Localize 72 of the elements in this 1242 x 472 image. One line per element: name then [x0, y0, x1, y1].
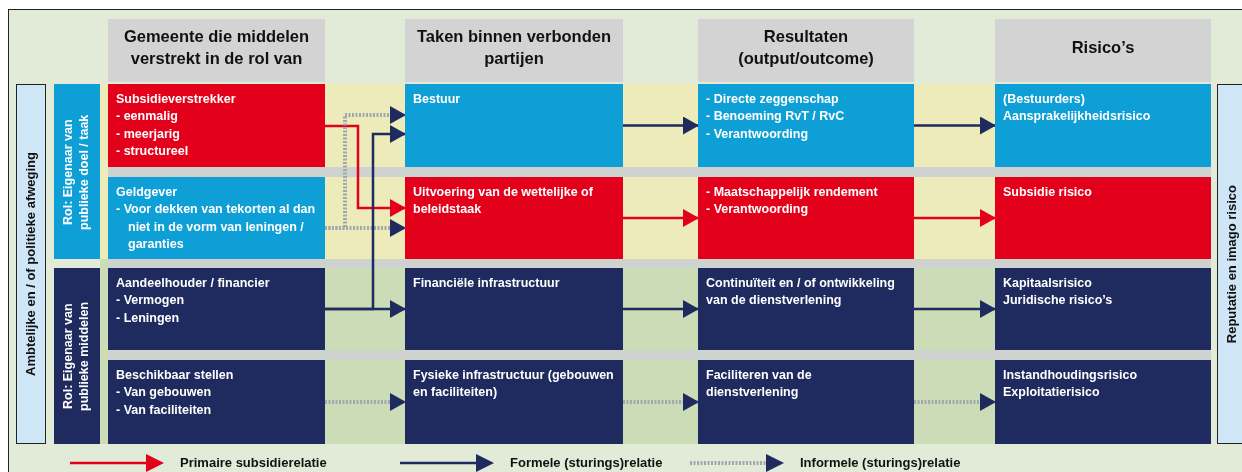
- list-item: - Directe zeggenschap: [706, 91, 840, 108]
- vertical-label: Rol: Eigenaar van publieke middelen: [61, 300, 92, 413]
- arrow: [914, 300, 996, 318]
- vertical-label: Ambtelijke en / of politieke afweging: [22, 152, 39, 376]
- list-item: - Verantwoording: [706, 125, 810, 143]
- arrow: [325, 300, 406, 318]
- list-item: - Benoeming RvT / RvC: [706, 108, 846, 126]
- info-box: [698, 177, 914, 259]
- info-box: [995, 177, 1211, 259]
- info-box: [108, 177, 325, 259]
- cell-text: Financiële infrastructuur: [413, 275, 561, 292]
- cell-text: Kapitaalsrisico: [1003, 275, 1093, 292]
- arrow: [914, 209, 996, 227]
- cell-text: Subsidie risico: [1003, 184, 1093, 201]
- legend-label: Primaire subsidierelatie: [180, 455, 327, 470]
- arrow: [325, 219, 406, 237]
- column-heading: Resultaten (output/outcome): [737, 26, 875, 69]
- cell-text: Uitvoering van de wettelijke of beleidstaak: [413, 184, 594, 219]
- legend-label: Informele (sturings)relatie: [800, 455, 961, 470]
- info-box: [405, 360, 623, 444]
- info-box: [698, 360, 914, 444]
- cell-text: Exploitatierisico: [1003, 384, 1101, 402]
- cell-text: Faciliteren van de dienstverlening: [706, 367, 813, 402]
- arrow: [623, 300, 699, 318]
- info-box: [405, 268, 623, 350]
- info-box: [405, 177, 623, 259]
- cell-text: Fysieke infrastructuur (gebouwen en faciliteiten): [413, 367, 615, 402]
- cell-text: (Bestuurders) Aansprakelijkheidsrisico: [1003, 91, 1152, 126]
- list-item: - Van faciliteiten: [116, 401, 213, 419]
- info-box: [698, 268, 914, 350]
- column-heading: Gemeente die middelen verstrekt in de rol van: [122, 26, 311, 69]
- cell-text: Bestuur: [413, 91, 462, 108]
- list-item: - Vermogen: [116, 292, 186, 310]
- cell-text: Continuïteit en / of ontwikkeling van de dienstverlening: [706, 275, 896, 310]
- list-item: - Verantwoording: [706, 201, 810, 219]
- info-box: [995, 360, 1211, 444]
- info-box: [108, 84, 325, 167]
- vertical-label: Reputatie en imago risico: [1223, 184, 1240, 344]
- cell-text: Beschikbaar stellen: [116, 367, 235, 384]
- arrow: [914, 393, 996, 411]
- column-heading: Risico’s: [1071, 36, 1135, 58]
- arrow: [325, 124, 406, 217]
- column-heading: Taken binnen verbonden partijen: [415, 26, 613, 69]
- list-item: - Voor dekken van tekorten al dan niet in de vorm van leningen / garanties: [116, 201, 317, 253]
- info-box: [108, 360, 325, 444]
- arrow: [914, 116, 996, 135]
- arrow: [623, 116, 699, 135]
- cell-text: Geldgever: [116, 184, 179, 201]
- cell-text: Juridische risico’s: [1003, 292, 1114, 310]
- list-item: - Van gebouwen: [116, 384, 213, 402]
- cell-text: Subsidieverstrekker: [116, 91, 237, 108]
- info-box: [995, 268, 1211, 350]
- legend-label: Formele (sturings)relatie: [510, 455, 663, 470]
- role-band: [54, 84, 100, 259]
- list-item: - Maatschappelijk rendement: [706, 184, 879, 201]
- side-band: [1217, 84, 1242, 444]
- arrow: [623, 393, 699, 411]
- arrow: [325, 393, 406, 411]
- info-box: [108, 268, 325, 350]
- info-box: [995, 84, 1211, 167]
- list-item: - eenmalig: [116, 108, 179, 126]
- arrow: [623, 209, 699, 227]
- cell-text: Instandhoudingsrisico: [1003, 367, 1139, 384]
- list-item: - meerjarig: [116, 125, 181, 143]
- list-item: - Leningen: [116, 309, 181, 327]
- info-box: [698, 84, 914, 167]
- cell-text: Aandeelhouder / financier: [116, 275, 271, 292]
- vertical-label: Rol: Eigenaar van publieke doel / taak: [61, 112, 92, 232]
- info-box: [405, 84, 623, 167]
- role-band: [54, 268, 100, 444]
- side-band: [16, 84, 46, 444]
- list-item: - structureel: [116, 142, 190, 160]
